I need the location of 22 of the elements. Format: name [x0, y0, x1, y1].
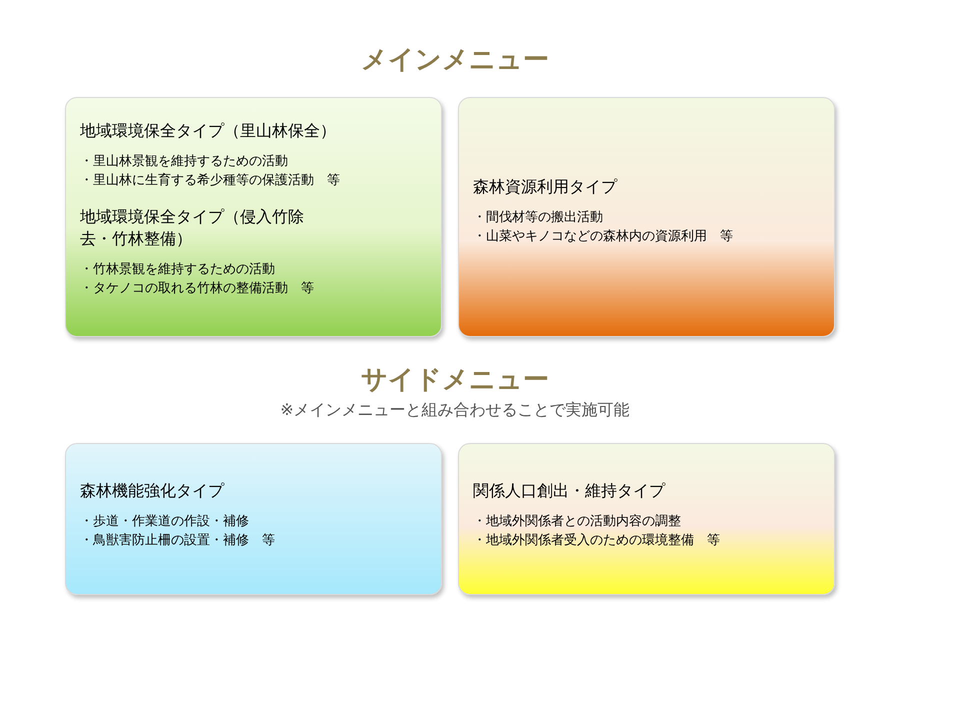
- bullet-item: ・地域外関係者との活動内容の調整: [473, 513, 682, 531]
- card-heading: 森林機能強化タイプ: [80, 480, 226, 502]
- bullet-item: ・山菜やキノコなどの森林内の資源利用 等: [473, 228, 734, 246]
- menu-card: [65, 97, 442, 337]
- card-heading: 地域環境保全タイプ（侵入竹除去・竹林整備）: [80, 206, 305, 250]
- bullet-item: ・里山林景観を維持するための活動: [80, 153, 289, 171]
- bullet-item: ・タケノコの取れる竹林の整備活動 等: [80, 280, 315, 298]
- card-heading: 地域環境保全タイプ（里山林保全）: [80, 120, 337, 142]
- card-heading: 関係人口創出・維持タイプ: [473, 480, 666, 502]
- note-text: ※メインメニューと組み合わせることで実施可能: [279, 399, 631, 421]
- bullet-item: ・里山林に生育する希少種等の保護活動 等: [80, 172, 341, 190]
- bullet-item: ・間伐材等の搬出活動: [473, 209, 604, 227]
- bullet-item: ・歩道・作業道の作設・補修: [80, 513, 250, 531]
- bullet-item: ・竹林景観を維持するための活動: [80, 261, 276, 279]
- bullet-item: ・地域外関係者受入のための環境整備 等: [473, 532, 721, 550]
- menu-card: [65, 443, 442, 595]
- card-heading: 森林資源利用タイプ: [473, 176, 618, 198]
- bullet-item: ・鳥獣害防止柵の設置・補修 等: [80, 532, 276, 550]
- section-heading: サイドメニュー: [360, 364, 550, 397]
- menu-card: [458, 97, 835, 337]
- section-heading: メインメニュー: [360, 44, 550, 77]
- menu-card: [458, 443, 835, 595]
